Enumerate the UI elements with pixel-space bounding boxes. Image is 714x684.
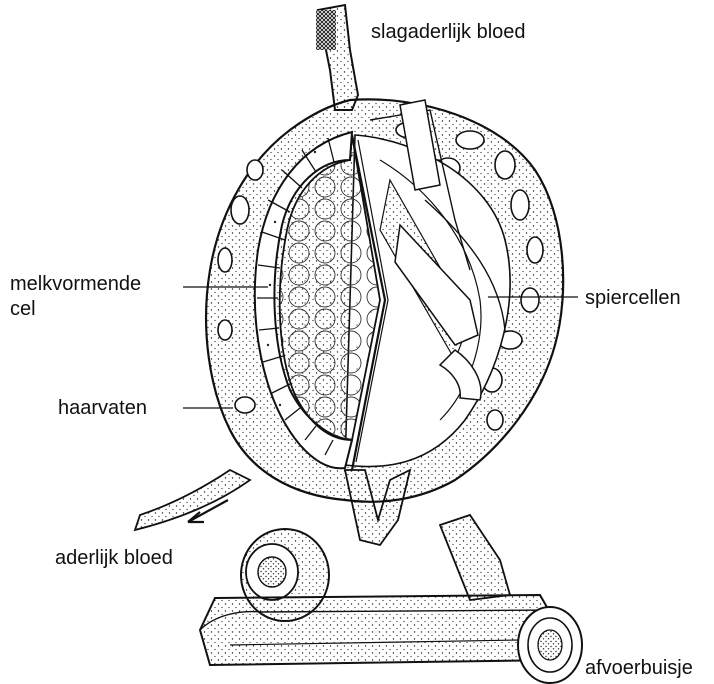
label-milk-producing-cell-line1: melkvormende	[10, 272, 141, 296]
label-venous-blood: aderlijk bloed	[55, 546, 173, 570]
artery	[316, 5, 358, 110]
label-arterial-blood: slagaderlijk bloed	[371, 20, 526, 44]
label-muscle-cells: spiercellen	[585, 286, 681, 310]
label-milk-producing-cell-line2: cel	[10, 297, 36, 321]
label-duct: afvoerbuisje	[585, 656, 693, 680]
label-capillaries: haarvaten	[58, 396, 147, 420]
